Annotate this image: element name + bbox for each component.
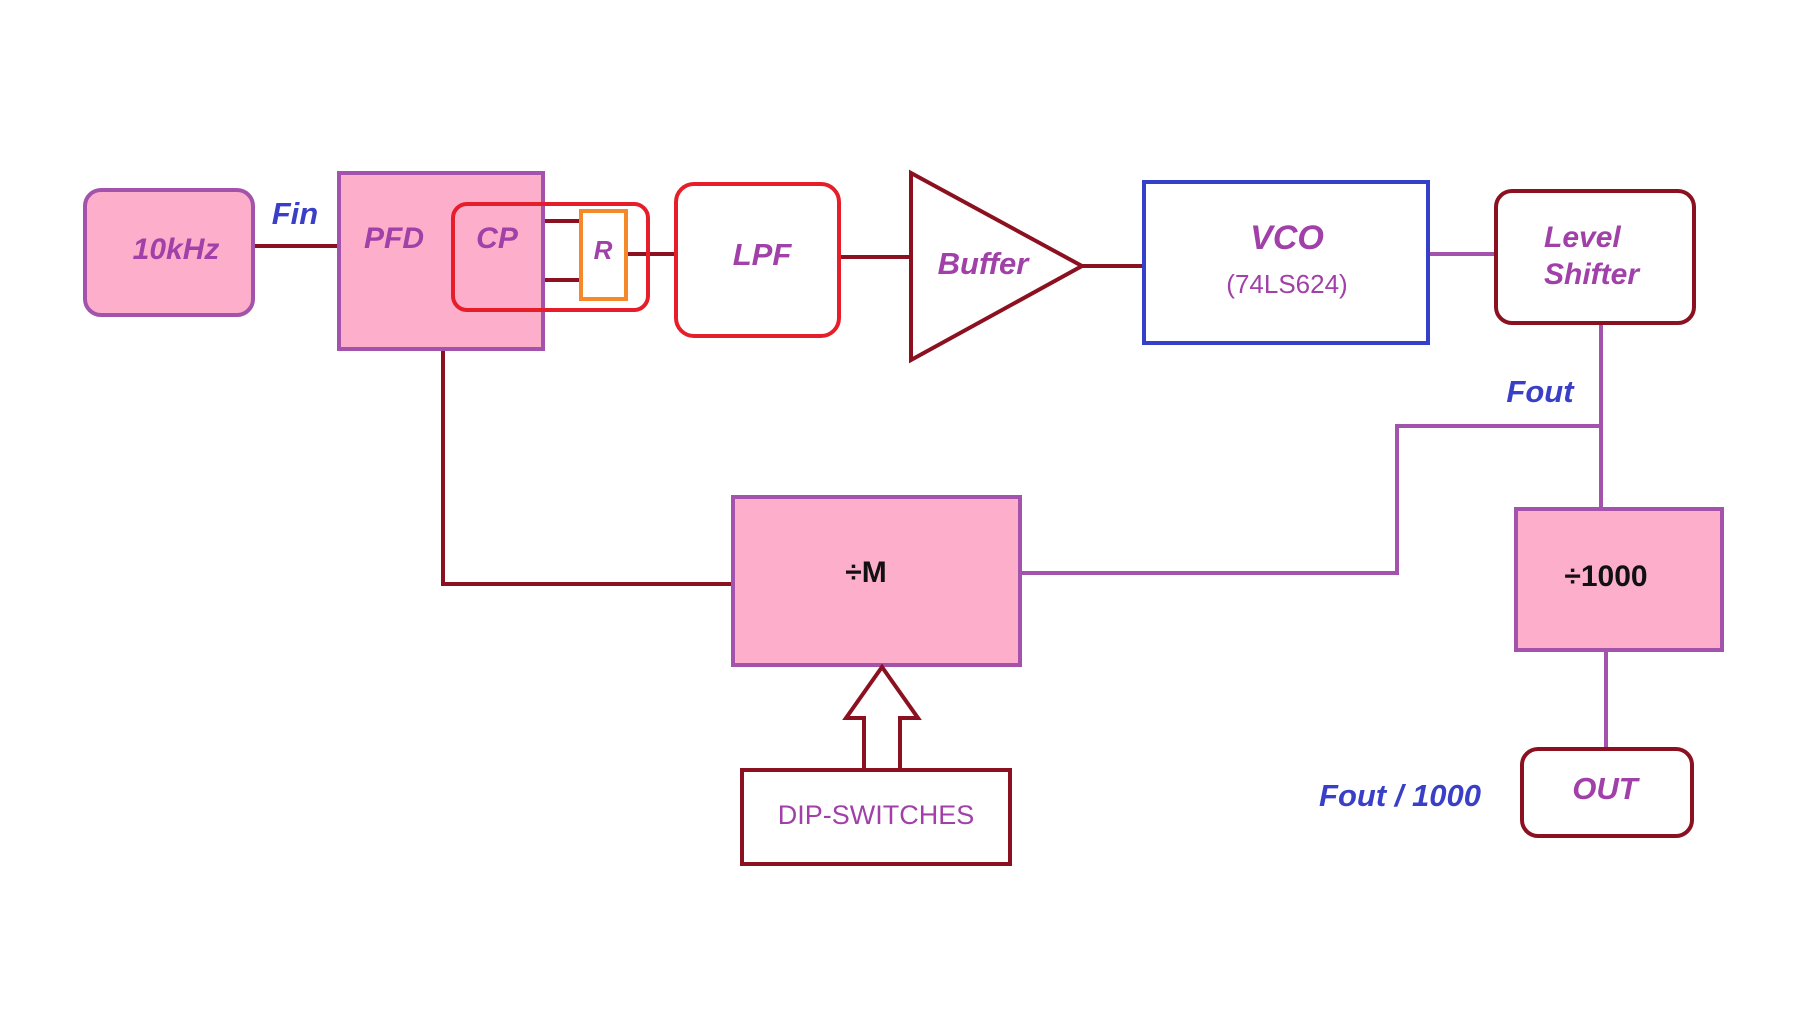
- divide-1000-label: ÷1000: [1564, 560, 1647, 593]
- oscillator-label: 10kHz: [133, 233, 220, 266]
- wire-divm-to-pfd: [441, 349, 733, 586]
- buffer-label: Buffer: [938, 246, 1031, 281]
- oscillator-block: 10kHz: [83, 188, 255, 317]
- fout-label: Fout: [1506, 374, 1575, 409]
- vco-block: VCO (74LS624): [1142, 180, 1430, 345]
- divide-m-block: ÷M: [731, 495, 1022, 667]
- fin-label: Fin: [272, 196, 319, 231]
- dip-switches-block: DIP-SWITCHES: [740, 768, 1012, 866]
- dip-switches-label: DIP-SWITCHES: [778, 800, 975, 830]
- fout-div-1000-label: Fout / 1000: [1319, 778, 1481, 813]
- pfd-label: PFD: [364, 222, 424, 255]
- charge-pump-block: CP: [451, 202, 650, 312]
- dip-to-divider-arrow-icon: [842, 663, 922, 772]
- pfd-block: PFD: [337, 171, 545, 351]
- out-block: OUT: [1520, 747, 1694, 838]
- level-shifter-block: Level Shifter: [1494, 189, 1696, 325]
- vco-label: VCO: [1250, 219, 1324, 257]
- buffer-block: Buffer: [909, 169, 1087, 364]
- wire-fout-feedback: [1020, 424, 1601, 575]
- level-shifter-label-line1: Level: [1544, 221, 1621, 254]
- divide-m-label: ÷M: [845, 556, 886, 589]
- lpf-label: LPF: [733, 237, 793, 272]
- wires: [253, 219, 1608, 749]
- resistor-block: R: [579, 209, 628, 301]
- out-label: OUT: [1572, 771, 1641, 806]
- lpf-block: LPF: [674, 182, 841, 338]
- divide-1000-block: ÷1000: [1514, 507, 1724, 652]
- cp-label: CP: [476, 222, 519, 255]
- level-shifter-label-line2: Shifter: [1544, 258, 1641, 291]
- vco-part-label: (74LS624): [1226, 269, 1347, 299]
- r-label: R: [594, 235, 613, 265]
